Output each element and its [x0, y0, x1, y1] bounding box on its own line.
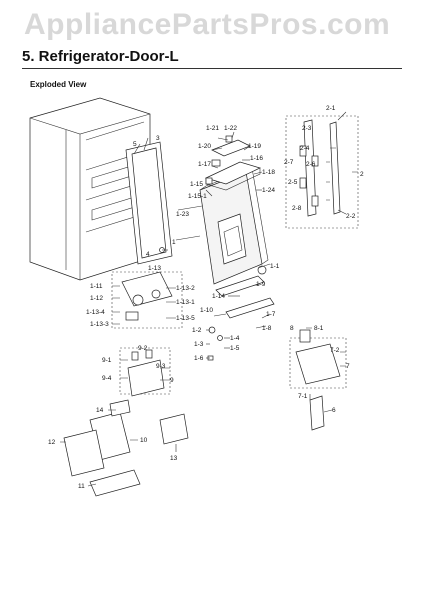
callout-9: 9	[170, 377, 174, 384]
callout-3: 3	[156, 135, 160, 142]
callout-4: 4	[146, 251, 150, 258]
callout-9-3: 9-3	[156, 363, 166, 370]
callout-9-4: 9-4	[102, 375, 112, 382]
callout-1-7: 1-7	[266, 311, 276, 318]
callout-1-3: 1-3	[194, 341, 204, 348]
callout-1-21: 1-21	[206, 125, 219, 132]
callout-1-11: 1-11	[90, 283, 103, 290]
title-divider	[22, 68, 402, 69]
callout-1-20: 1-20	[198, 143, 211, 150]
callout-7: 7	[346, 363, 350, 370]
callout-1-6: 1-6	[194, 355, 204, 362]
callout-2-5: 2-5	[288, 179, 298, 186]
callout-9-1: 9-1	[102, 357, 112, 364]
callout-1-22: 1-22	[224, 125, 237, 132]
callout-2-1: 2-1	[326, 105, 336, 112]
callout-8: 8	[290, 325, 294, 332]
callout-10: 10	[140, 437, 148, 444]
callout-7-2: 7-2	[330, 347, 340, 354]
callout-7-1: 7-1	[298, 393, 308, 400]
callout-1: 1	[172, 239, 176, 246]
callout-9-2: 9-2	[138, 345, 148, 352]
callout-1-14: 1-14	[212, 293, 225, 300]
callout-1-13-5: 1-13-5	[176, 315, 195, 322]
callout-12: 12	[48, 439, 56, 446]
callout-2-8: 2-8	[292, 205, 302, 212]
callout-1-13: 1-13	[148, 265, 161, 272]
callout-1-13-4: 1-13-4	[86, 309, 105, 316]
callout-2: 2	[360, 171, 364, 178]
callout-1-17: 1-17	[198, 161, 211, 168]
callout-1-4: 1-4	[230, 335, 240, 342]
callout-8-1: 8-1	[314, 325, 324, 332]
door-bottom-hinge	[215, 265, 275, 319]
callout-2-7: 2-7	[284, 159, 294, 166]
callout-2-4: 2-4	[300, 145, 310, 152]
callout-1-23: 1-23	[176, 211, 189, 218]
callout-1-12: 1-12	[90, 295, 103, 302]
door-top-cap	[205, 135, 261, 191]
callout-1-8: 1-8	[262, 325, 272, 332]
callout-1-13-1: 1-13-1	[176, 299, 195, 306]
callout-2-6: 2-6	[306, 161, 316, 168]
callout-labels: 5 3 1 1-23 4 1-21 1-22 1-20 1-19 1-16 1-…	[48, 105, 364, 490]
callout-6: 6	[332, 407, 336, 414]
callout-14: 14	[96, 407, 104, 414]
callout-1-19: 1-19	[248, 143, 261, 150]
callout-1-16: 1-16	[250, 155, 263, 162]
ice-chute-assembly	[119, 347, 171, 397]
callout-1-2: 1-2	[192, 327, 202, 334]
section-label: Exploded View	[30, 80, 87, 89]
dispenser-assembly-box	[111, 271, 183, 329]
callout-1-15: 1-15	[190, 181, 203, 188]
door-gasket	[125, 141, 173, 265]
callout-1-9: 1-9	[256, 281, 266, 288]
ice-bucket-parts	[63, 399, 189, 497]
leader-lines	[60, 111, 358, 487]
page-title: 5. Refrigerator-Door-L	[22, 48, 179, 65]
callout-1-13-3: 1-13-3	[90, 321, 109, 328]
callout-2-3: 2-3	[302, 125, 312, 132]
callout-2-2: 2-2	[346, 213, 356, 220]
callout-13: 13	[170, 455, 178, 462]
callout-1-18: 1-18	[262, 169, 275, 176]
ice-maker-assembly	[289, 329, 347, 431]
callout-1-5: 1-5	[230, 345, 240, 352]
watermark-text: AppliancePartsPros.com	[24, 8, 391, 41]
callout-1-15-1: 1-15-1	[188, 193, 207, 200]
callout-11: 11	[78, 483, 85, 490]
callout-1-10: 1-10	[200, 307, 213, 314]
callout-1-24: 1-24	[262, 187, 275, 194]
callout-1-13-2: 1-13-2	[176, 285, 195, 292]
callout-1-1: 1-1	[270, 263, 280, 270]
callout-5: 5	[133, 141, 137, 148]
